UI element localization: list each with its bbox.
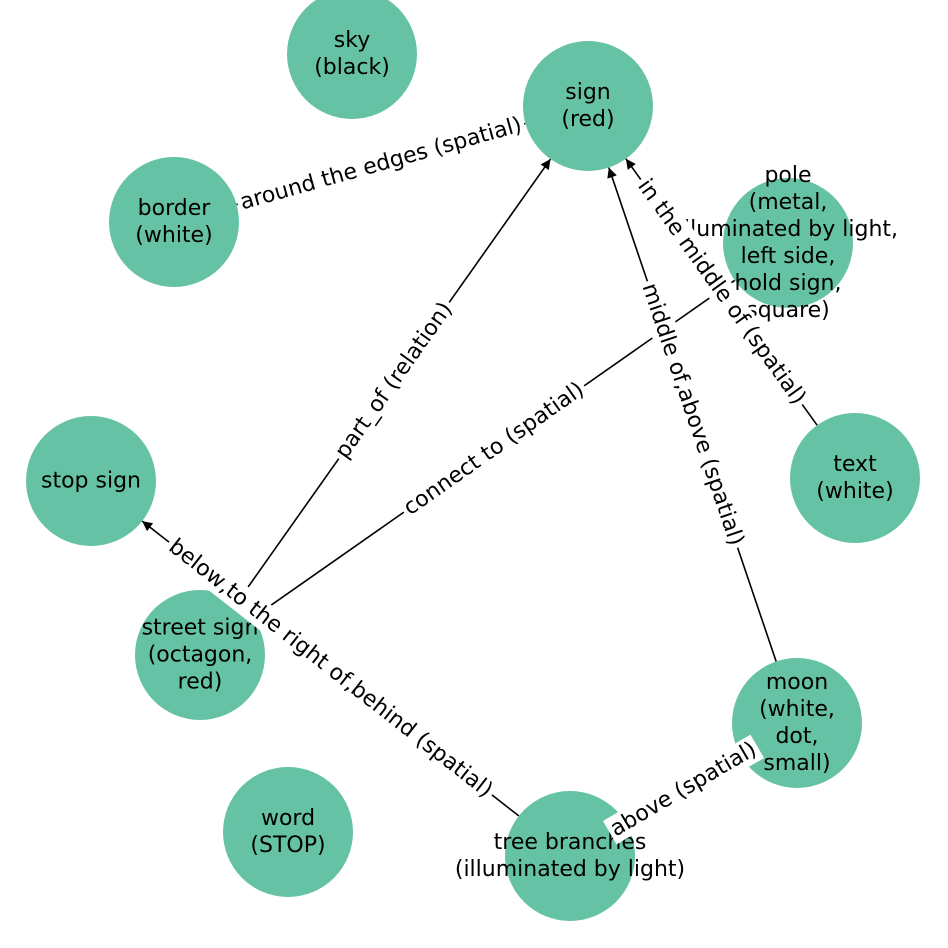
node-circle-moon: [732, 658, 862, 788]
node-label-moon-line-1: (white,: [759, 697, 835, 722]
node-label-pole-line-1: (metal,: [749, 190, 828, 215]
node-label-street-sign-line-0: street sign: [142, 616, 259, 641]
node-circle-stop-sign: [26, 416, 156, 546]
edge-label-group-street-sign-pole: connect to (spatial): [396, 374, 592, 524]
node-label-pole-line-0: pole: [764, 163, 811, 188]
node-label-moon-line-3: small): [763, 751, 830, 776]
node-label-pole-line-4: hold sign,: [735, 271, 842, 296]
edge-label-border-sign: around the edges (spatial): [237, 113, 524, 216]
node-label-tree-branches-line-1: (illuminated by light): [455, 857, 685, 882]
node-street-sign: street sign(octagon,red): [135, 590, 265, 720]
node-tree-branches: tree branches(illuminated by light): [455, 791, 685, 921]
edge-label-bg: [602, 734, 765, 845]
edge-label-bg: [634, 277, 751, 552]
node-circle-pole: [723, 178, 853, 308]
node-circle-tree-branches: [505, 791, 635, 921]
edge-label-bg: [160, 531, 501, 806]
node-pole: pole(metal,illuminated by light,left sid…: [678, 163, 898, 323]
node-word: word(STOP): [223, 767, 353, 897]
node-label-border-line-1: (white): [135, 223, 212, 248]
node-label-word-line-0: word: [261, 806, 315, 831]
node-label-pole-line-3: left side,: [741, 244, 836, 269]
edge-label-group-street-sign-sign: part_of (relation): [327, 294, 461, 467]
edge-label-bg: [234, 110, 528, 218]
edge-label-group-tree-branches-moon: above (spatial): [602, 734, 765, 845]
node-circle-street-sign: [135, 590, 265, 720]
node-label-pole-line-5: square): [746, 298, 830, 323]
node-label-word-line-1: (STOP): [250, 833, 325, 858]
edge-label-bg: [327, 294, 461, 467]
node-label-stop-sign-line-0: stop sign: [41, 469, 141, 494]
node-circle-sky: [287, 0, 417, 119]
node-sky: sky(black): [287, 0, 417, 119]
edge-label-street-sign-sign: part_of (relation): [330, 298, 457, 464]
node-label-street-sign-line-1: (octagon,: [148, 643, 253, 668]
node-label-sky-line-1: (black): [314, 55, 390, 80]
node-label-sky-line-0: sky: [334, 28, 370, 53]
node-sign: sign(red): [523, 41, 653, 171]
node-circle-word: [223, 767, 353, 897]
node-label-text-line-1: (white): [816, 479, 893, 504]
node-label-pole-line-2: illuminated by light,: [678, 217, 898, 242]
node-circle-border: [109, 157, 239, 287]
nodes: sky(black)sign(red)border(white)pole(met…: [26, 0, 920, 921]
node-label-sign-line-0: sign: [565, 80, 610, 105]
node-label-moon-line-0: moon: [766, 670, 828, 695]
node-label-border-line-0: border: [138, 196, 212, 221]
edge-label-street-sign-pole: connect to (spatial): [399, 377, 589, 520]
node-stop-sign: stop sign: [26, 416, 156, 546]
node-moon: moon(white,dot,small): [732, 658, 862, 788]
node-label-text-line-0: text: [833, 452, 877, 477]
node-circle-sign: [523, 41, 653, 171]
edge-label-bg: [629, 171, 814, 413]
node-text: text(white): [790, 413, 920, 543]
node-label-street-sign-line-2: red): [178, 670, 223, 695]
node-label-moon-line-2: dot,: [775, 724, 818, 749]
node-label-sign-line-1: (red): [561, 107, 614, 132]
edge-label-tree-branches-moon: above (spatial): [606, 737, 761, 842]
node-circle-text: [790, 413, 920, 543]
node-border: border(white): [109, 157, 239, 287]
edge-label-group-border-sign: around the edges (spatial): [234, 110, 528, 218]
edge-label-bg: [396, 374, 592, 524]
